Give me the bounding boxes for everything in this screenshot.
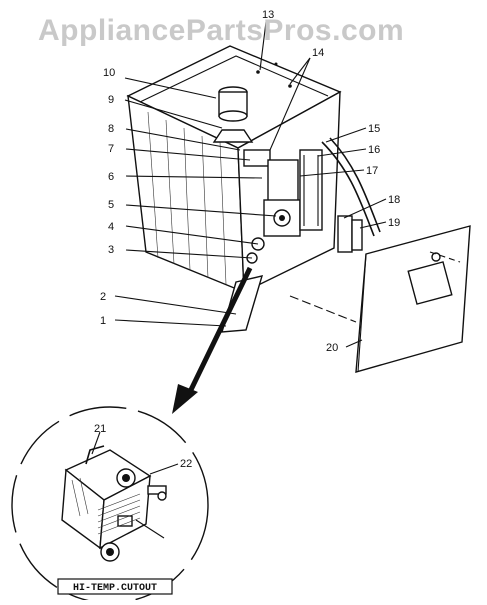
callout-4: 4 — [108, 221, 114, 233]
callout-1: 1 — [100, 315, 106, 327]
callout-6: 6 — [108, 171, 114, 183]
callout-19: 20 — [326, 342, 338, 354]
callout-11: 13 — [262, 9, 274, 21]
leader-lines — [91, 21, 387, 539]
callout-14: 15 — [368, 123, 380, 135]
callout-16: 17 — [366, 165, 378, 177]
control-assembly — [243, 137, 381, 264]
heater-cabinet — [126, 45, 342, 294]
callout-7: 7 — [108, 143, 114, 155]
callout-13: 14 — [312, 47, 324, 59]
callout-3: 3 — [108, 244, 114, 256]
inset-caption-box: HI-TEMP.CUTOUT — [57, 578, 173, 595]
callout-20: 21 — [94, 423, 106, 435]
callout-18: 19 — [388, 217, 400, 229]
inset-caption: HI-TEMP.CUTOUT — [73, 583, 157, 594]
callout-8: 8 — [108, 123, 114, 135]
callout-9: 9 — [108, 94, 114, 106]
callout-5: 5 — [108, 199, 114, 211]
callout-15: 16 — [368, 144, 380, 156]
callout-10: 10 — [103, 67, 115, 79]
inset-detail — [11, 406, 209, 604]
callout-2: 2 — [100, 291, 106, 303]
vent-collar — [212, 86, 254, 143]
callout-17: 18 — [388, 194, 400, 206]
callout-21: 22 — [180, 458, 192, 470]
access-cover — [289, 225, 471, 373]
detail-arrow — [172, 266, 253, 414]
callout-labels: 13 14 10 9 8 7 6 5 4 3 2 1 15 16 17 18 1… — [94, 9, 400, 470]
watermark: AppliancePartsPros.com — [38, 14, 405, 47]
